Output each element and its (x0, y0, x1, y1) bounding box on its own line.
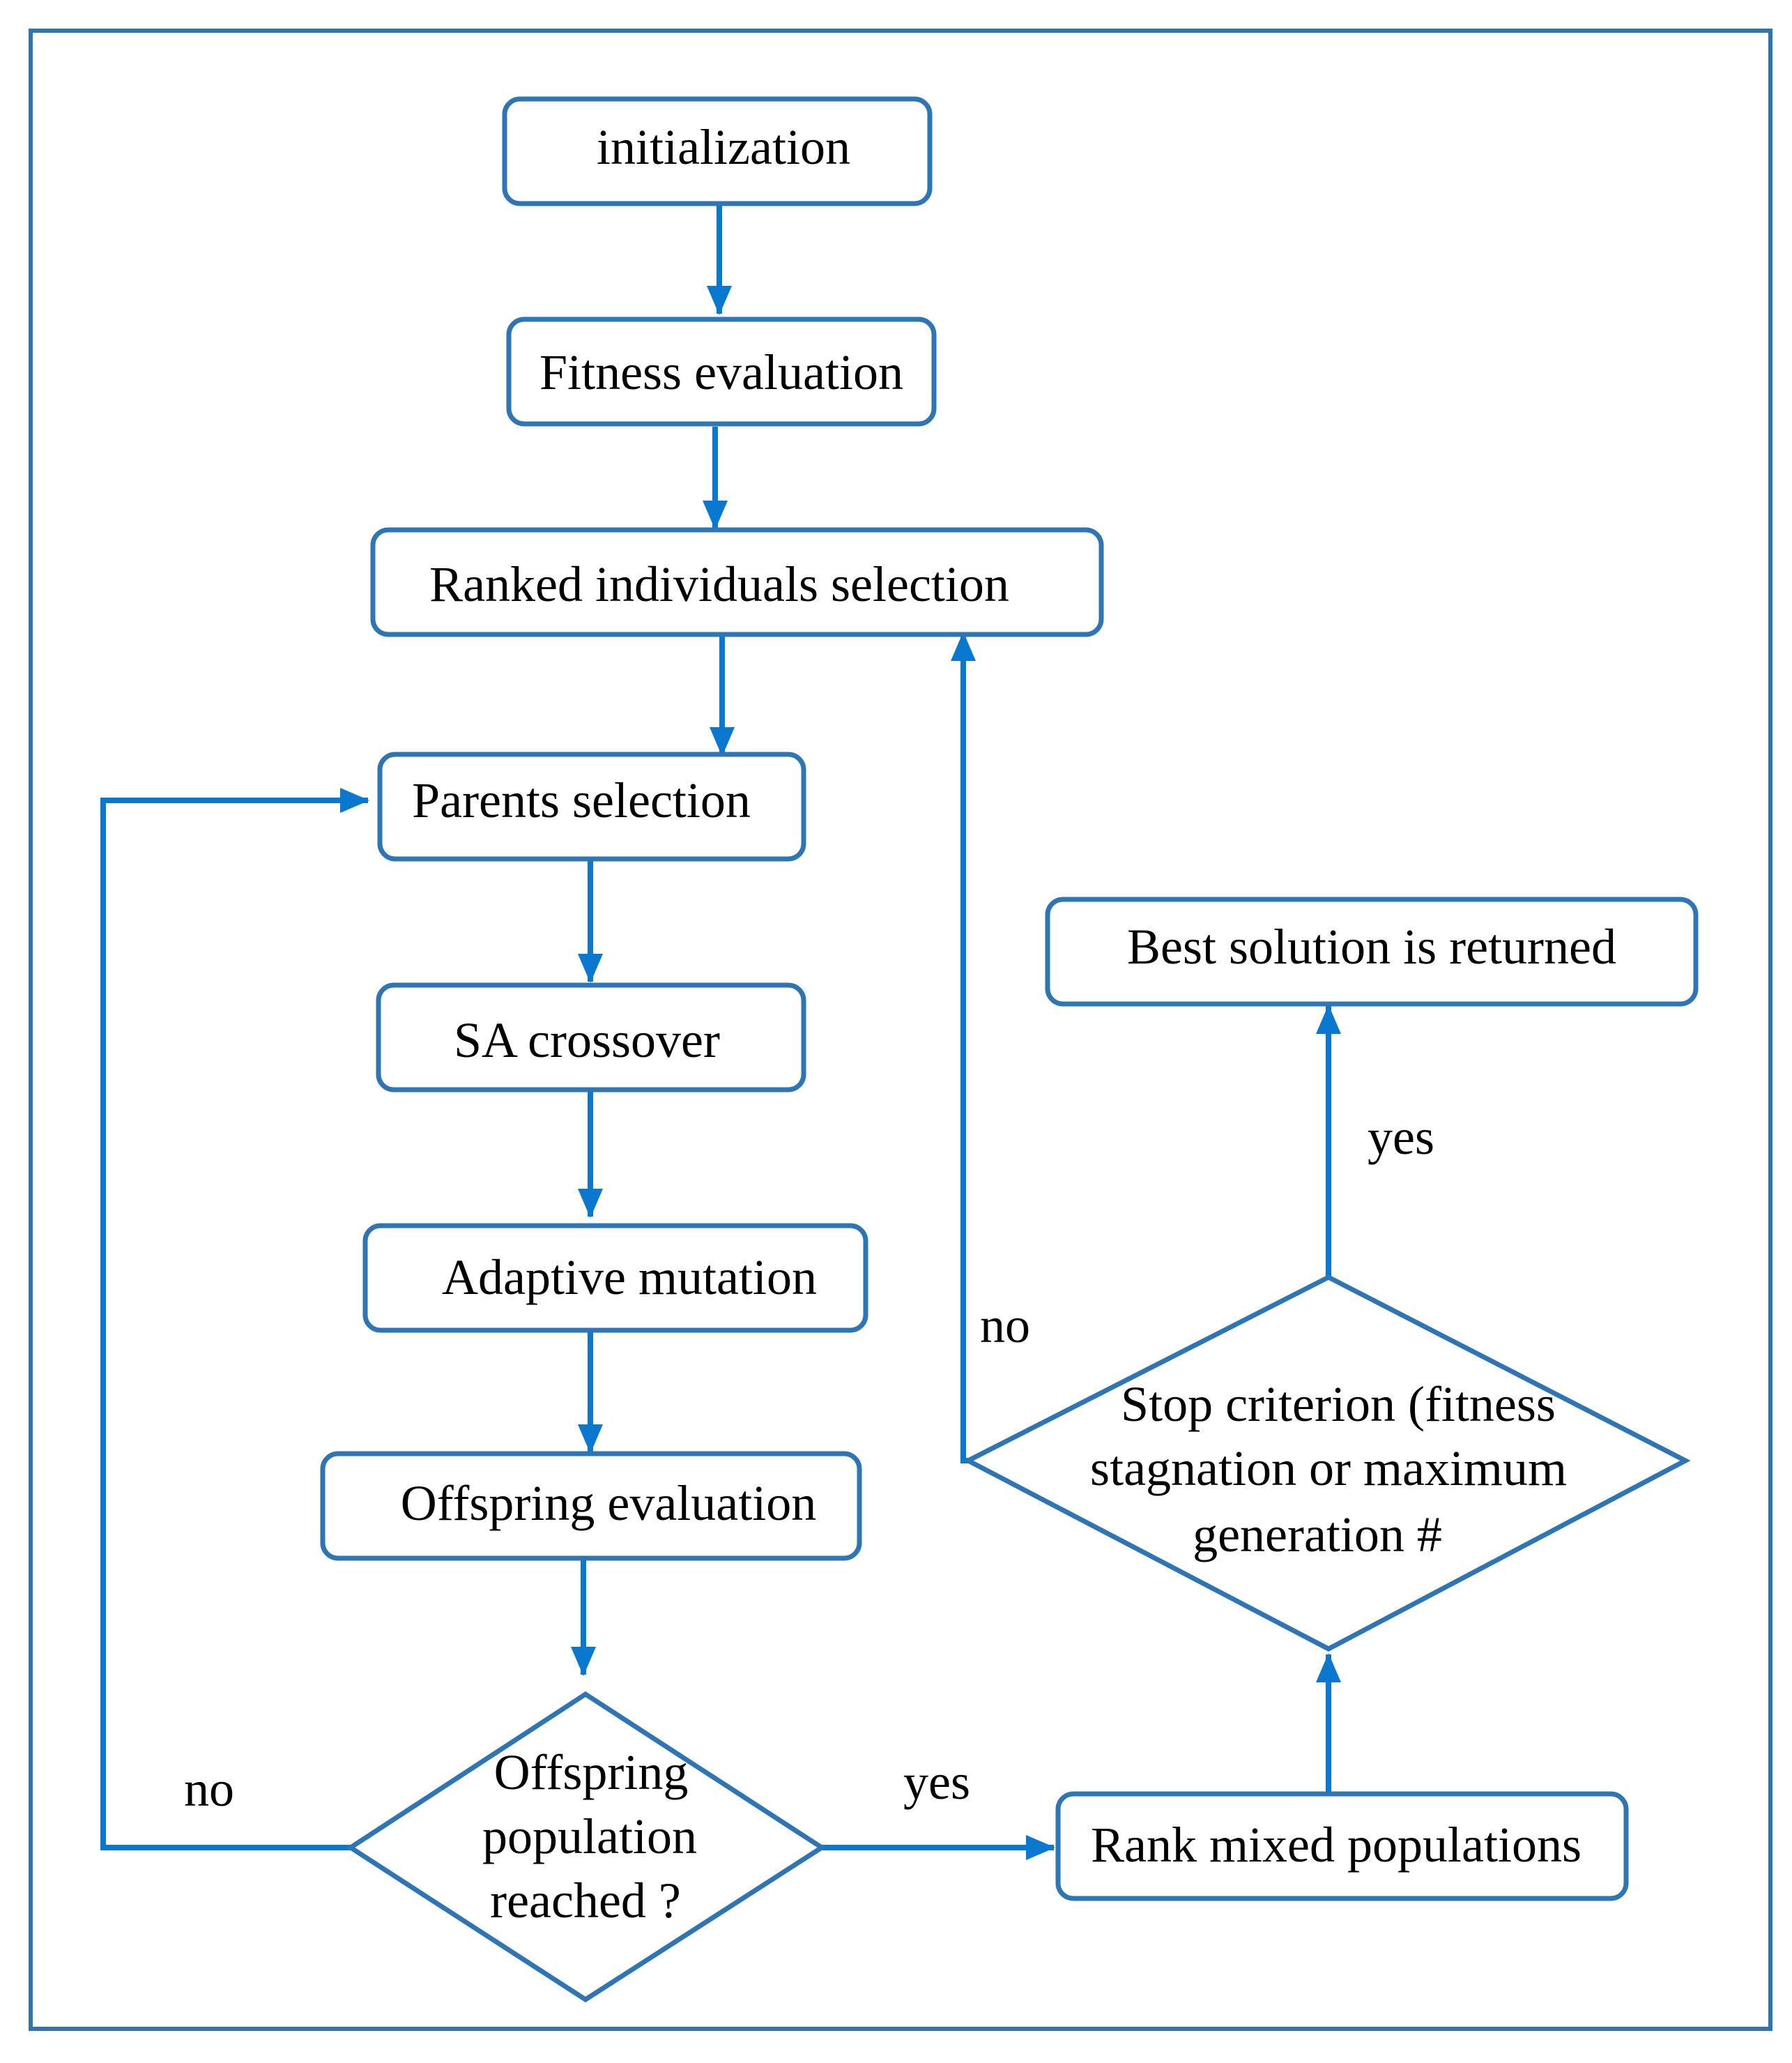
arrow-check-no-loop (100, 788, 369, 1850)
node-sa-crossover: SA crossover (376, 982, 806, 1093)
fitness-evaluation-box (506, 317, 937, 427)
best-solution-label: Best solution is returned (1127, 919, 1616, 975)
offspring-check-diamond (346, 1691, 827, 2003)
fitness-evaluation-label: Fitness evaluation (539, 344, 903, 400)
rank-mixed-box (1055, 1791, 1629, 1901)
best-solution-box (1045, 897, 1699, 1007)
node-initialization: initialization (502, 96, 933, 206)
stop-criterion-line-1: Stop criterion (fitness (1121, 1376, 1556, 1432)
node-ranked-selection: Ranked individuals selection (370, 527, 1104, 637)
decision-stop-criterion: Stop criterion (fitness stagnation or ma… (963, 1274, 1691, 1652)
initialization-label: initialization (597, 119, 850, 175)
node-fitness-evaluation: Fitness evaluation (506, 317, 937, 427)
edge-label-offspring-yes: yes (903, 1754, 970, 1810)
parents-selection-label: Parents selection (412, 772, 751, 828)
parents-selection-box (377, 752, 806, 862)
ranked-selection-box (370, 527, 1104, 637)
offspring-evaluation-label: Offspring evaluation (401, 1475, 817, 1531)
rank-mixed-label: Rank mixed populations (1091, 1817, 1582, 1873)
edge-label-stop-no: no (980, 1297, 1030, 1353)
node-rank-mixed: Rank mixed populations (1055, 1791, 1629, 1901)
edge-label-stop-yes: yes (1368, 1109, 1434, 1165)
adaptive-mutation-label: Adaptive mutation (442, 1249, 817, 1305)
offspring-check-line-1: Offspring (494, 1744, 689, 1800)
node-offspring-evaluation: Offspring evaluation (320, 1451, 862, 1561)
arrow-stop-no-to-ranked (951, 632, 976, 1463)
offspring-check-line-3: reached ? (490, 1873, 681, 1928)
sa-crossover-box (376, 982, 806, 1093)
stop-criterion-line-2: stagnation or maximum (1090, 1440, 1567, 1496)
sa-crossover-label: SA crossover (454, 1012, 720, 1068)
adaptive-mutation-box (362, 1223, 868, 1333)
node-parents-selection: Parents selection (377, 752, 806, 862)
stop-criterion-line-3: generation # (1193, 1507, 1442, 1562)
ranked-selection-label: Ranked individuals selection (429, 556, 1009, 612)
node-adaptive-mutation: Adaptive mutation (362, 1223, 868, 1333)
edge-label-offspring-no: no (184, 1761, 234, 1817)
node-best-solution: Best solution is returned (1045, 897, 1699, 1007)
decision-offspring-check: Offspring population reached ? (346, 1691, 827, 2003)
offspring-check-line-2: population (482, 1809, 697, 1864)
initialization-box (502, 96, 933, 206)
outer-frame (29, 29, 1772, 2031)
offspring-evaluation-box (320, 1451, 862, 1561)
stop-criterion-diamond (963, 1274, 1691, 1652)
